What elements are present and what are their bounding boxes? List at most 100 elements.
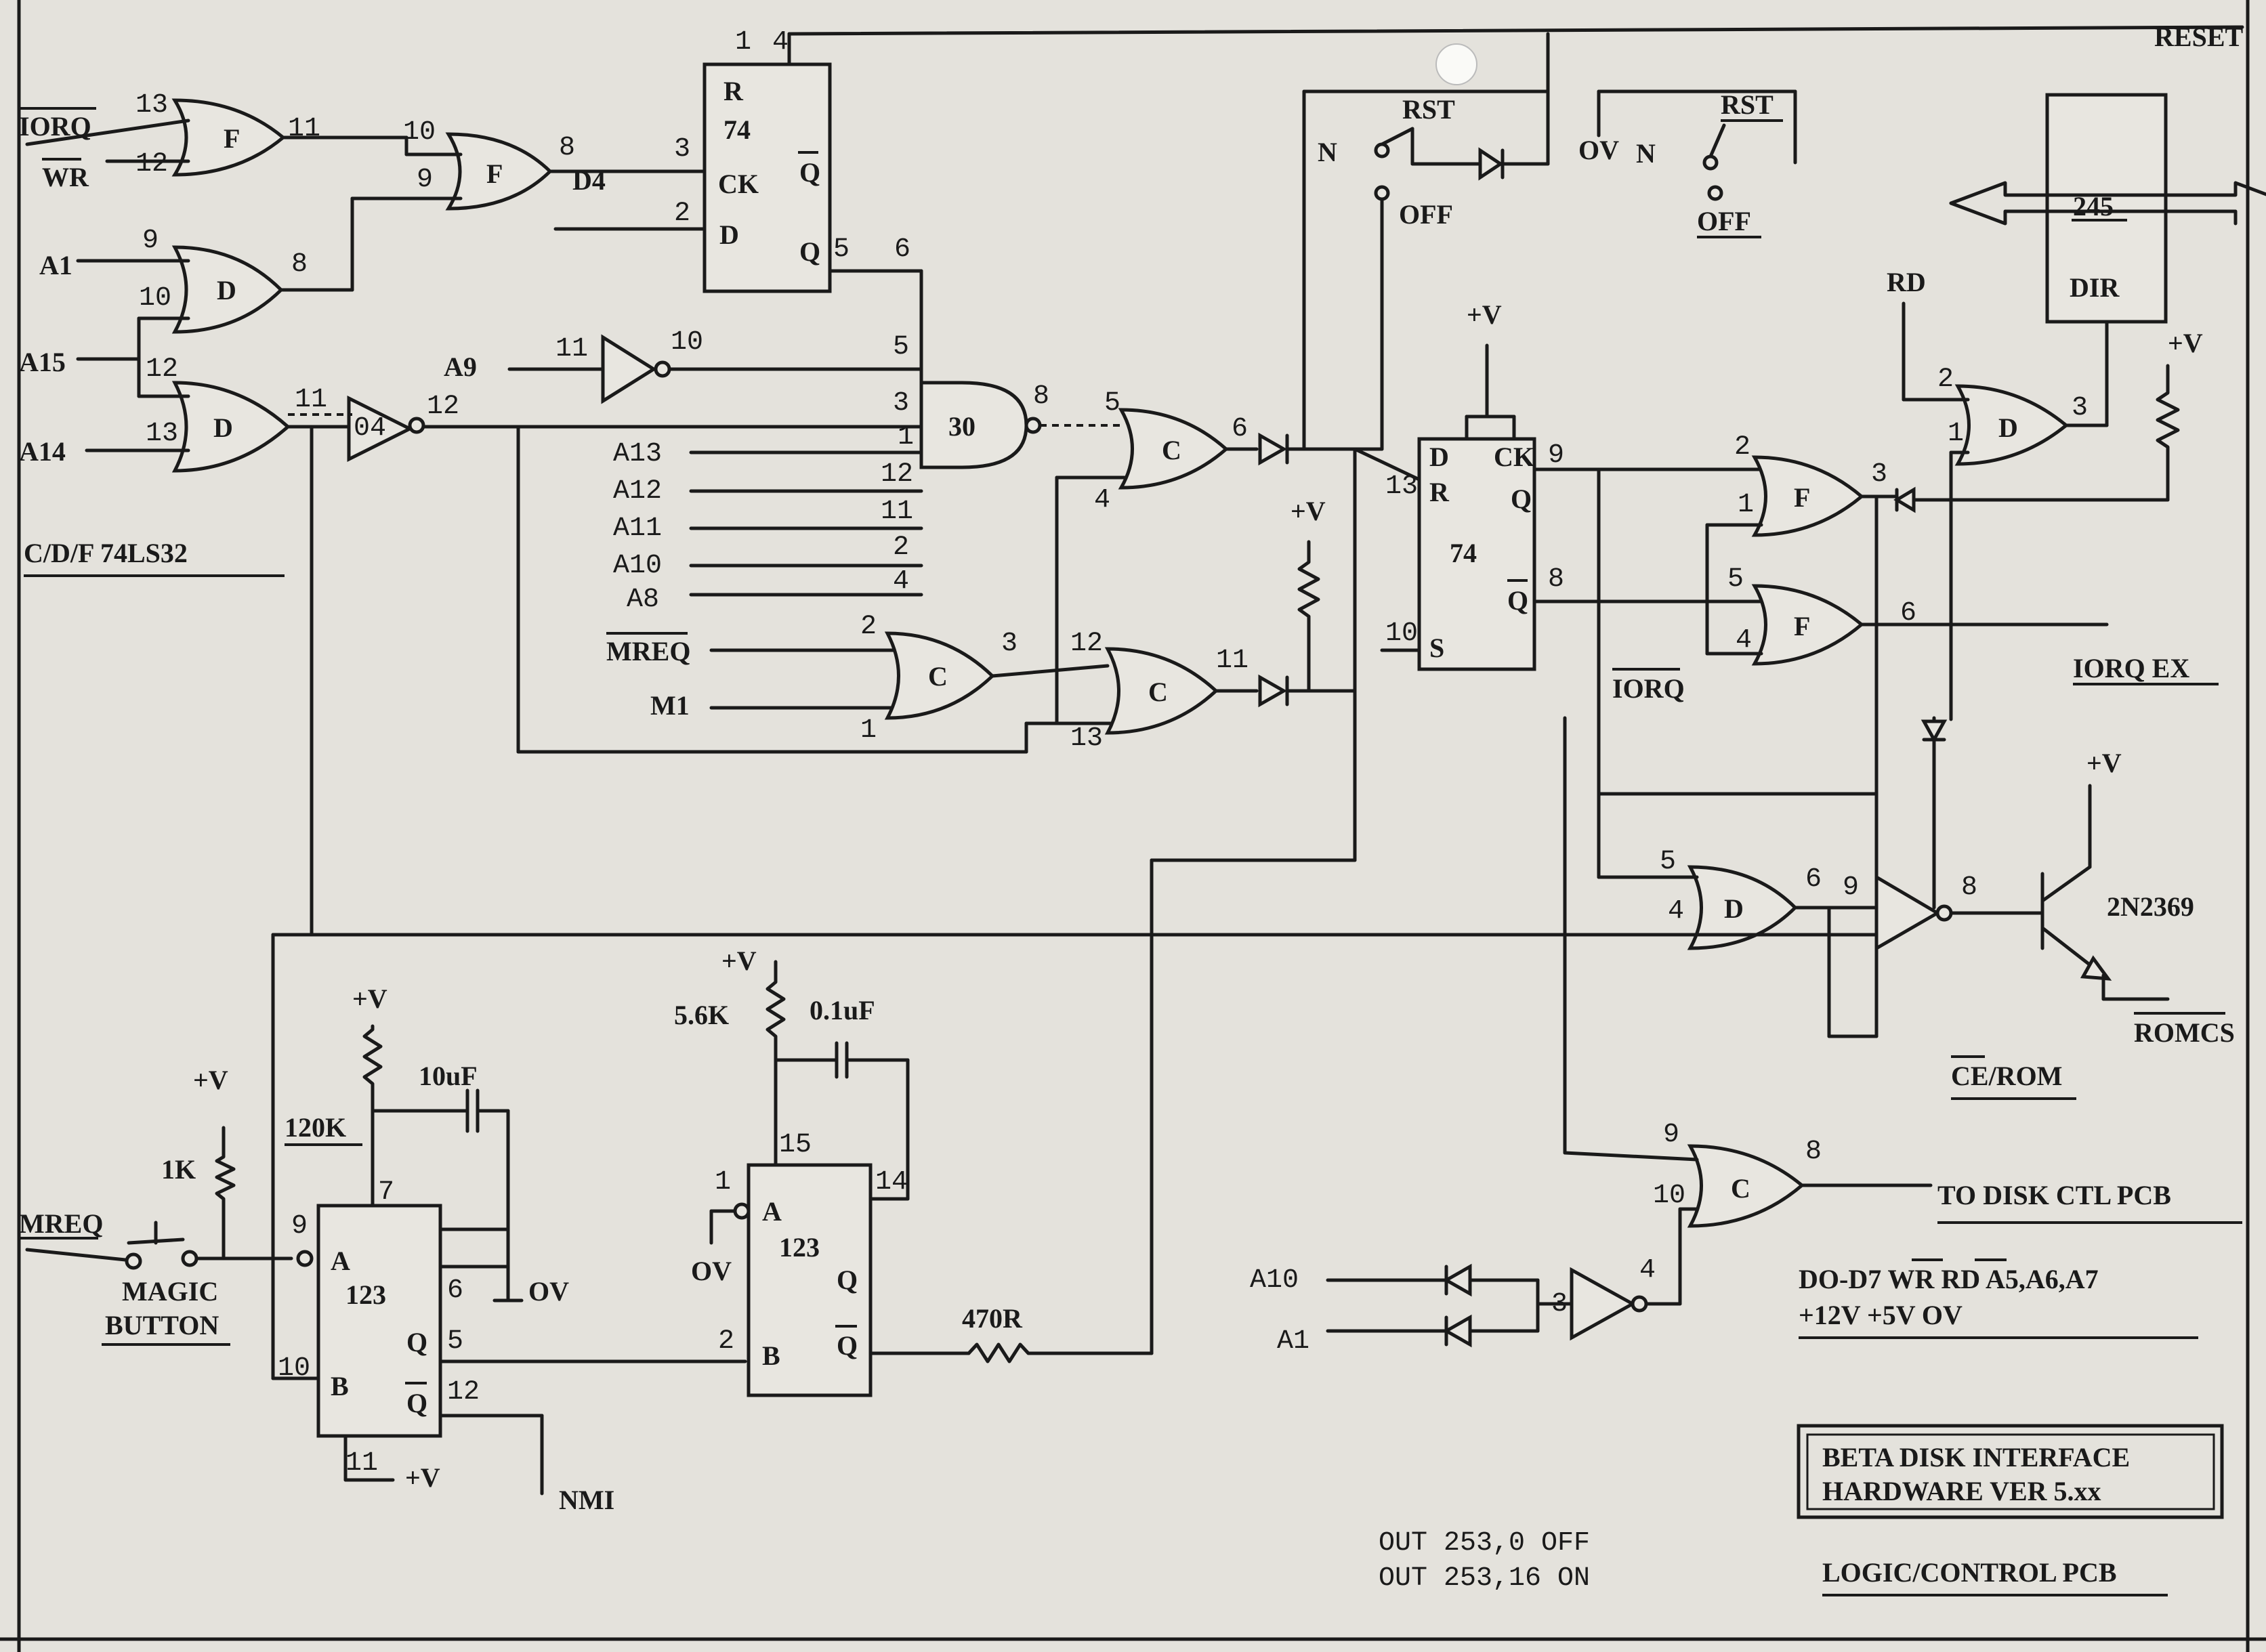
pin: 2 bbox=[893, 532, 909, 563]
signal-a8: A8 bbox=[627, 585, 659, 615]
or-gate-f-3: F bbox=[1751, 455, 1864, 537]
pin: 10 bbox=[1653, 1181, 1685, 1211]
or-gate-d-dir: D +V RD bbox=[1887, 267, 2203, 910]
pin: 11 bbox=[345, 1448, 378, 1479]
vplus-label: +V bbox=[193, 1065, 228, 1095]
pin-q: Q bbox=[837, 1265, 858, 1295]
pin-r: R bbox=[723, 76, 744, 106]
f-gate-wiring bbox=[1597, 467, 2109, 1038]
pin: 1 bbox=[1738, 490, 1754, 520]
out-on-label: OUT 253,16 ON bbox=[1379, 1563, 1590, 1594]
dir-label: DIR bbox=[2070, 272, 2120, 303]
flipflop-74-top: R 74 CK D Q Q bbox=[702, 25, 2244, 454]
signal-mreq: MREQ bbox=[606, 636, 690, 666]
pin-qbar: Q bbox=[799, 157, 820, 188]
pin: 8 bbox=[1805, 1137, 1822, 1167]
pin: 9 bbox=[1663, 1120, 1679, 1150]
gate-label: D bbox=[1724, 893, 1744, 924]
gate-label: D bbox=[217, 275, 236, 305]
pin: 4 bbox=[1668, 896, 1684, 927]
pin: 12 bbox=[881, 459, 913, 490]
reset-label: RESET bbox=[2154, 22, 2243, 52]
ic-74-label: 74 bbox=[1450, 538, 1477, 568]
pin-q: Q bbox=[799, 236, 820, 267]
signal-d4: D4 bbox=[572, 165, 606, 196]
pin: 1 bbox=[860, 715, 877, 746]
pin: 2 bbox=[674, 198, 690, 229]
pin: 9 bbox=[1548, 440, 1564, 471]
pin: 5 bbox=[1104, 388, 1120, 419]
rst-switch-1: RST N OFF bbox=[1302, 32, 1550, 451]
pin: 12 bbox=[447, 1377, 480, 1407]
or-gate-f-1: F bbox=[171, 98, 286, 177]
pin: 6 bbox=[1805, 864, 1822, 895]
ic-123-label: 123 bbox=[779, 1232, 820, 1263]
vplus-label: +V bbox=[1467, 299, 1502, 330]
pin: 2 bbox=[1734, 432, 1750, 463]
gate-label: C bbox=[1162, 435, 1181, 465]
pin-q: Q bbox=[1511, 484, 1532, 514]
out-off-label: OUT 253,0 OFF bbox=[1379, 1528, 1590, 1559]
r120k-label: 120K bbox=[285, 1112, 346, 1143]
transistor-2n2369: 2N2369 +V bbox=[2040, 748, 2194, 1001]
ic-123-left: A 123 Q B Q +V 120K 10uF OV NMI +V bbox=[271, 425, 1879, 1515]
romcs-label: ROMCS bbox=[2134, 1017, 2235, 1048]
pin: 3 bbox=[893, 388, 909, 419]
signal-a10-b: A10 bbox=[1250, 1265, 1299, 1296]
magic-label-1: MAGIC bbox=[122, 1276, 218, 1307]
pin: 10 bbox=[278, 1353, 310, 1384]
gate-label: 04 bbox=[354, 413, 386, 444]
pin: 10 bbox=[403, 117, 436, 148]
iorq-ex-label: IORQ EX bbox=[2073, 653, 2189, 683]
pin: 14 bbox=[875, 1167, 908, 1198]
pin: 5 bbox=[893, 332, 909, 362]
r56k-label: 5.6K bbox=[674, 1000, 729, 1030]
switch-label-rst: RST bbox=[1721, 89, 1774, 120]
pin: 2 bbox=[1937, 364, 1954, 395]
gate-label: F bbox=[1794, 611, 1810, 641]
diode-6 bbox=[1258, 432, 1384, 466]
pin: 4 bbox=[1736, 625, 1752, 656]
signal-a11: A11 bbox=[613, 513, 662, 544]
gate-label: C bbox=[928, 661, 948, 692]
rd-label: RD bbox=[1887, 267, 1926, 297]
pin: 10 bbox=[671, 327, 703, 358]
rst-switch-2: RST OV N OFF bbox=[1578, 89, 1797, 238]
pin: 8 bbox=[291, 249, 308, 280]
left-signal-labels: IORQ WR A1 A15 A14 C/D/F 74LS32 A9 D4 A1… bbox=[19, 107, 1309, 1357]
switch-label-off: OFF bbox=[1399, 199, 1453, 230]
inverter-9 bbox=[1874, 874, 2044, 952]
magic-button: +V 1K MAGIC BUTTON MREQ bbox=[19, 1065, 280, 1346]
pin-q: Q bbox=[406, 1327, 427, 1357]
vplus-label: +V bbox=[2168, 328, 2203, 358]
signal-iorq: IORQ bbox=[19, 111, 91, 142]
pin: 11 bbox=[555, 334, 588, 364]
pin-b: B bbox=[762, 1340, 780, 1371]
pin: 4 bbox=[893, 566, 909, 597]
ov-label: OV bbox=[691, 1256, 732, 1286]
pin: 8 bbox=[1033, 381, 1049, 412]
switch-label-n: N bbox=[1636, 138, 1656, 169]
mreq-in-label: MREQ bbox=[19, 1208, 103, 1239]
diode-11 bbox=[1258, 674, 1357, 708]
pcb-name: LOGIC/CONTROL PCB bbox=[1822, 1557, 2117, 1588]
pin: 13 bbox=[1385, 471, 1418, 502]
title-line-2: HARDWARE VER 5.xx bbox=[1822, 1476, 2101, 1506]
flipflop-74-mid: +V D CK R Q 74 Q S bbox=[1353, 299, 1763, 671]
pin: 12 bbox=[146, 354, 178, 385]
pin: 11 bbox=[1216, 645, 1249, 676]
pin-qbar: Q bbox=[837, 1330, 858, 1361]
transistor-label: 2N2369 bbox=[2107, 891, 2194, 922]
r470-label: 470R bbox=[962, 1303, 1023, 1334]
signal-a10: A10 bbox=[613, 551, 662, 581]
pin: 12 bbox=[1070, 629, 1103, 659]
pin: 6 bbox=[447, 1275, 463, 1306]
signal-a1-b: A1 bbox=[1277, 1326, 1309, 1357]
vplus-label: +V bbox=[405, 1462, 440, 1493]
pin: 2 bbox=[718, 1326, 734, 1357]
switch-label-n: N bbox=[1318, 137, 1337, 167]
pin: 4 bbox=[1639, 1255, 1656, 1286]
signal-m1: M1 bbox=[650, 690, 690, 721]
or-gate-d-1: D bbox=[171, 245, 284, 334]
